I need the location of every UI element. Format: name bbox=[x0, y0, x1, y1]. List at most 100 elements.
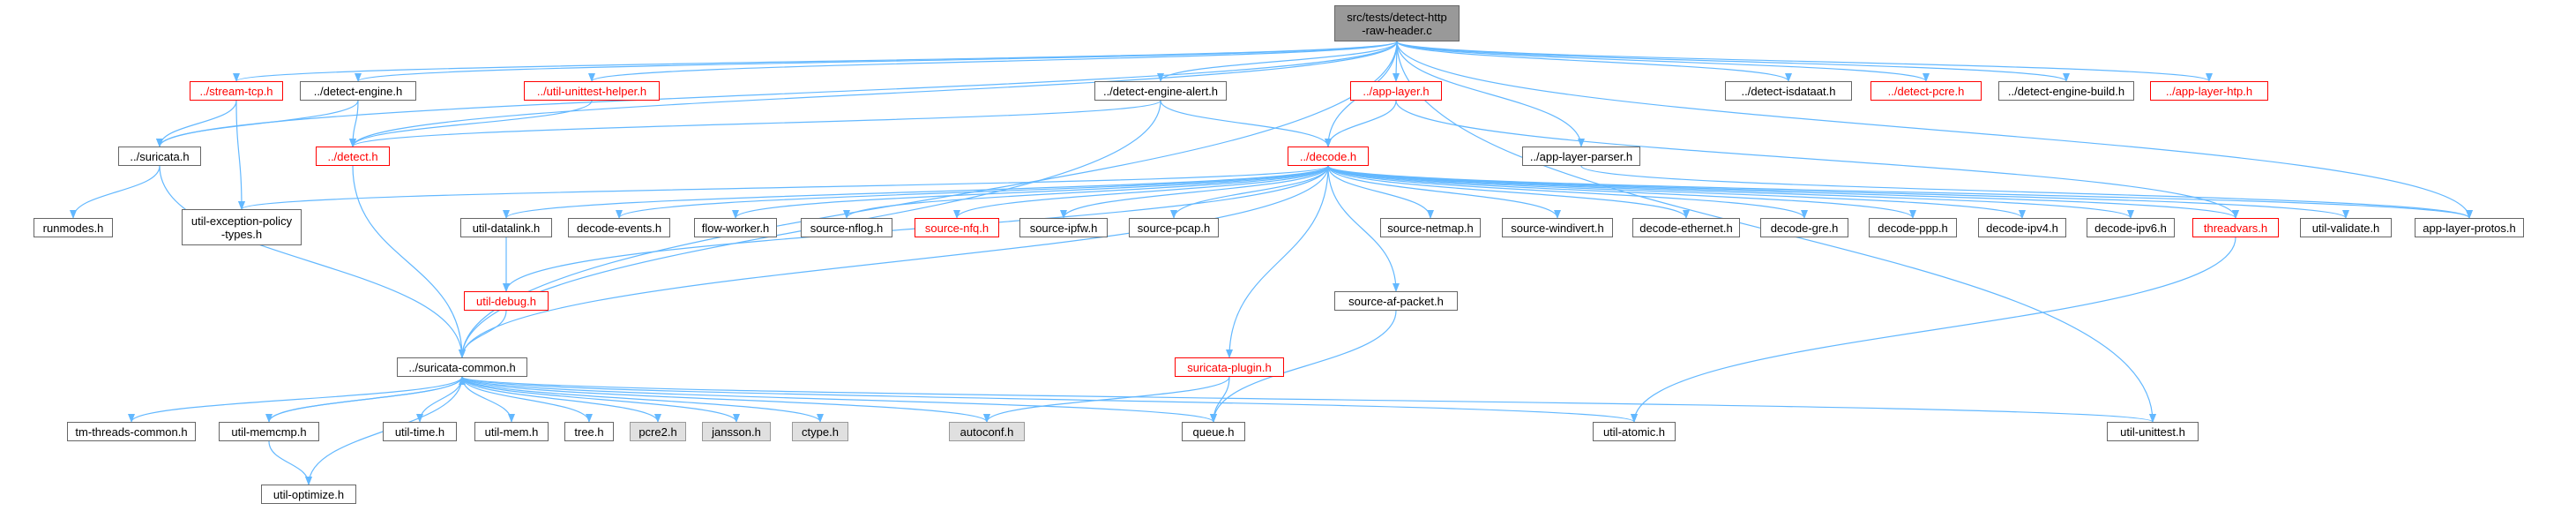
edge-decode-to-threadvars bbox=[1327, 165, 2239, 219]
node-stream-tcp[interactable]: ../stream-tcp.h bbox=[190, 81, 283, 101]
node-app-layer-htp[interactable]: ../app-layer-htp.h bbox=[2150, 81, 2268, 101]
node-util-debug[interactable]: util-debug.h bbox=[464, 291, 549, 311]
node-util-exception-policy-types[interactable]: util-exception-policy -types.h bbox=[182, 209, 302, 245]
edge-root-to-detect-isdataat bbox=[1396, 41, 1792, 82]
node-util-time[interactable]: util-time.h bbox=[383, 422, 457, 441]
edge-app-layer-to-threadvars bbox=[1395, 100, 2239, 219]
edge-decode-to-decode-ppp bbox=[1327, 165, 1916, 219]
node-flow-worker[interactable]: flow-worker.h bbox=[694, 218, 777, 237]
node-source-nflog[interactable]: source-nflog.h bbox=[801, 218, 892, 237]
edge-suricata-common-to-autoconf bbox=[461, 376, 990, 423]
node-app-layer-protos[interactable]: app-layer-protos.h bbox=[2415, 218, 2524, 237]
node-source-windivert[interactable]: source-windivert.h bbox=[1502, 218, 1613, 237]
node-detect-engine-build[interactable]: ../detect-engine-build.h bbox=[1998, 81, 2134, 101]
edge-root-to-util-unittest-helper bbox=[588, 41, 1398, 82]
edge-suricata-common-to-queue bbox=[461, 376, 1217, 423]
edge-decode-to-source-windivert bbox=[1327, 165, 1561, 219]
node-decode-ppp[interactable]: decode-ppp.h bbox=[1869, 218, 1957, 237]
node-root: src/tests/detect-http -raw-header.c bbox=[1334, 5, 1460, 41]
edge-stream-tcp-to-util-exception-policy-types bbox=[235, 100, 245, 210]
node-util-validate[interactable]: util-validate.h bbox=[2300, 218, 2392, 237]
node-source-af-packet[interactable]: source-af-packet.h bbox=[1334, 291, 1458, 311]
edge-decode-to-source-netmap bbox=[1327, 165, 1434, 219]
edge-suricata-common-to-util-unittest bbox=[461, 376, 2156, 423]
edge-decode-to-util-validate bbox=[1327, 165, 2349, 219]
edge-suricata-common-to-pcre2 bbox=[461, 376, 661, 423]
edge-root-to-detect bbox=[349, 41, 1398, 147]
node-ctype: ctype.h bbox=[792, 422, 848, 441]
node-app-layer[interactable]: ../app-layer.h bbox=[1350, 81, 1442, 101]
node-decode-ethernet[interactable]: decode-ethernet.h bbox=[1632, 218, 1740, 237]
edge-decode-to-decode-events bbox=[616, 165, 1329, 219]
edge-util-unittest-helper-to-detect bbox=[349, 100, 593, 147]
node-source-pcap[interactable]: source-pcap.h bbox=[1129, 218, 1219, 237]
node-detect-pcre[interactable]: ../detect-pcre.h bbox=[1870, 81, 1982, 101]
edge-suricata-common-to-ctype bbox=[461, 376, 824, 423]
node-util-datalink[interactable]: util-datalink.h bbox=[460, 218, 552, 237]
node-detect[interactable]: ../detect.h bbox=[316, 147, 390, 166]
node-source-nfq[interactable]: source-nfq.h bbox=[915, 218, 999, 237]
node-runmodes[interactable]: runmodes.h bbox=[34, 218, 113, 237]
node-app-layer-parser[interactable]: ../app-layer-parser.h bbox=[1522, 147, 1640, 166]
edge-threadvars-to-util-atomic bbox=[1631, 237, 2236, 423]
node-threadvars[interactable]: threadvars.h bbox=[2192, 218, 2279, 237]
node-suricata-common[interactable]: ../suricata-common.h bbox=[397, 357, 527, 377]
edge-root-to-app-layer-htp bbox=[1396, 41, 2213, 82]
node-tree[interactable]: tree.h bbox=[564, 422, 614, 441]
edge-suricata-to-suricata-common bbox=[159, 165, 466, 358]
edge-decode-to-flow-worker bbox=[732, 165, 1329, 219]
node-util-memcmp[interactable]: util-memcmp.h bbox=[219, 422, 319, 441]
edge-detect-engine-to-suricata bbox=[156, 100, 359, 147]
edge-decode-to-decode-ethernet bbox=[1327, 165, 1690, 219]
edge-decode-to-source-ipfw bbox=[1060, 165, 1329, 219]
node-suricata-plugin[interactable]: suricata-plugin.h bbox=[1175, 357, 1284, 377]
edge-detect-engine-alert-to-detect bbox=[349, 100, 1161, 147]
edge-root-to-app-layer-parser bbox=[1396, 41, 1585, 147]
edge-suricata-plugin-to-autoconf bbox=[983, 376, 1230, 423]
node-util-unittest[interactable]: util-unittest.h bbox=[2107, 422, 2199, 441]
edge-util-memcmp-to-suricata-common bbox=[268, 376, 466, 423]
edge-decode-to-util-exception-policy-types bbox=[238, 165, 1329, 210]
node-decode-events[interactable]: decode-events.h bbox=[568, 218, 670, 237]
edge-suricata-common-to-jansson bbox=[461, 376, 740, 423]
edge-decode-to-source-nfq bbox=[953, 165, 1329, 219]
edge-suricata-common-to-util-atomic bbox=[461, 376, 1638, 423]
node-decode-gre[interactable]: decode-gre.h bbox=[1760, 218, 1848, 237]
edge-decode-to-source-pcap bbox=[1170, 165, 1329, 219]
edge-root-to-detect-engine-build bbox=[1396, 41, 2070, 82]
edge-decode-to-util-datalink bbox=[503, 165, 1329, 219]
node-decode[interactable]: ../decode.h bbox=[1288, 147, 1369, 166]
node-decode-ipv6[interactable]: decode-ipv6.h bbox=[2087, 218, 2175, 237]
node-util-atomic[interactable]: util-atomic.h bbox=[1593, 422, 1676, 441]
edge-suricata-common-to-tree bbox=[461, 376, 593, 423]
node-util-unittest-helper[interactable]: ../util-unittest-helper.h bbox=[524, 81, 660, 101]
edge-decode-to-decode-gre bbox=[1327, 165, 1808, 219]
node-source-netmap[interactable]: source-netmap.h bbox=[1380, 218, 1481, 237]
edge-root-to-app-layer-protos bbox=[1396, 41, 2473, 219]
edge-suricata-to-runmodes bbox=[70, 165, 161, 219]
node-autoconf: autoconf.h bbox=[949, 422, 1025, 441]
edge-detect-to-suricata-common bbox=[352, 165, 466, 358]
node-detect-engine[interactable]: ../detect-engine.h bbox=[300, 81, 416, 101]
node-jansson: jansson.h bbox=[702, 422, 771, 441]
edge-decode-to-decode-ipv6 bbox=[1327, 165, 2134, 219]
edge-detect-engine-to-detect bbox=[349, 100, 359, 147]
node-detect-isdataat[interactable]: ../detect-isdataat.h bbox=[1725, 81, 1852, 101]
edge-util-debug-to-suricata-common bbox=[459, 310, 507, 358]
edge-util-memcmp-to-util-optimize bbox=[268, 440, 312, 485]
node-util-optimize[interactable]: util-optimize.h bbox=[261, 485, 356, 504]
edge-root-to-detect-engine bbox=[355, 41, 1398, 82]
node-tm-threads-common[interactable]: tm-threads-common.h bbox=[67, 422, 196, 441]
node-util-mem[interactable]: util-mem.h bbox=[474, 422, 549, 441]
edge-app-layer-parser-to-app-layer-protos bbox=[1580, 165, 2473, 219]
node-suricata[interactable]: ../suricata.h bbox=[118, 147, 201, 166]
edge-decode-to-source-nflog bbox=[843, 165, 1329, 219]
node-decode-ipv4[interactable]: decode-ipv4.h bbox=[1978, 218, 2066, 237]
node-queue[interactable]: queue.h bbox=[1182, 422, 1245, 441]
edge-root-to-detect-pcre bbox=[1396, 41, 1930, 82]
node-detect-engine-alert[interactable]: ../detect-engine-alert.h bbox=[1094, 81, 1227, 101]
edge-app-layer-to-decode bbox=[1325, 100, 1397, 147]
dependency-edges bbox=[70, 41, 2473, 485]
edge-decode-to-source-af-packet bbox=[1327, 165, 1400, 292]
node-source-ipfw[interactable]: source-ipfw.h bbox=[1019, 218, 1108, 237]
